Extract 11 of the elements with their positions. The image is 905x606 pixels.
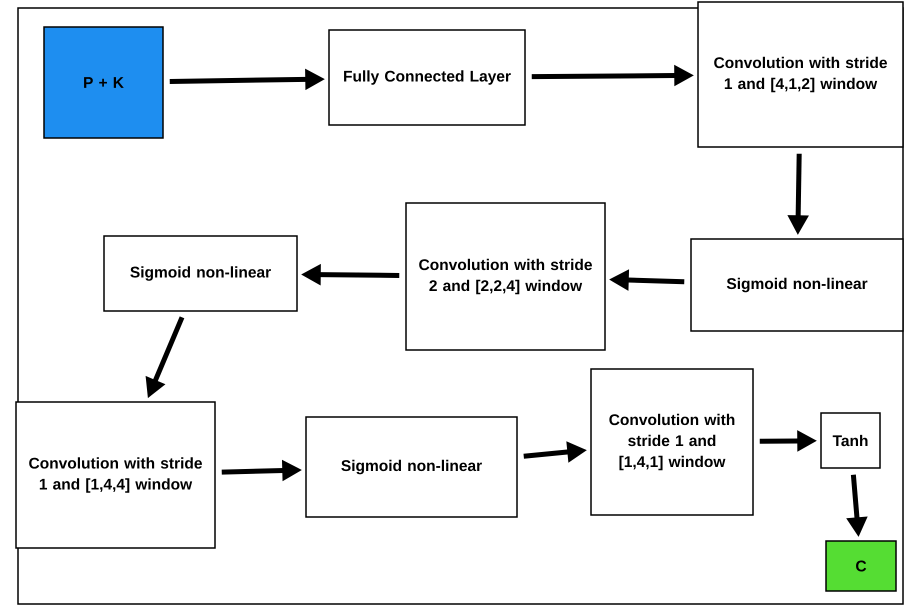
process-box: Convolution with stride 1 and [1,4,1] window	[590, 368, 754, 516]
output-box: C	[825, 540, 897, 592]
process-box: Convolution with stride 2 and [2,2,4] window	[405, 202, 606, 351]
process-box: Sigmoid non-linear	[690, 238, 904, 332]
process-box: Fully Connected Layer	[328, 29, 526, 126]
process-box: Sigmoid non-linear	[103, 235, 298, 312]
input-box: P + K	[43, 26, 164, 139]
process-box: Convolution with stride 1 and [1,4,4] window	[15, 401, 216, 549]
process-box: Sigmoid non-linear	[305, 416, 518, 518]
process-box: Tanh	[820, 412, 881, 469]
process-box: Convolution with stride 1 and [4,1,2] window	[697, 1, 904, 148]
